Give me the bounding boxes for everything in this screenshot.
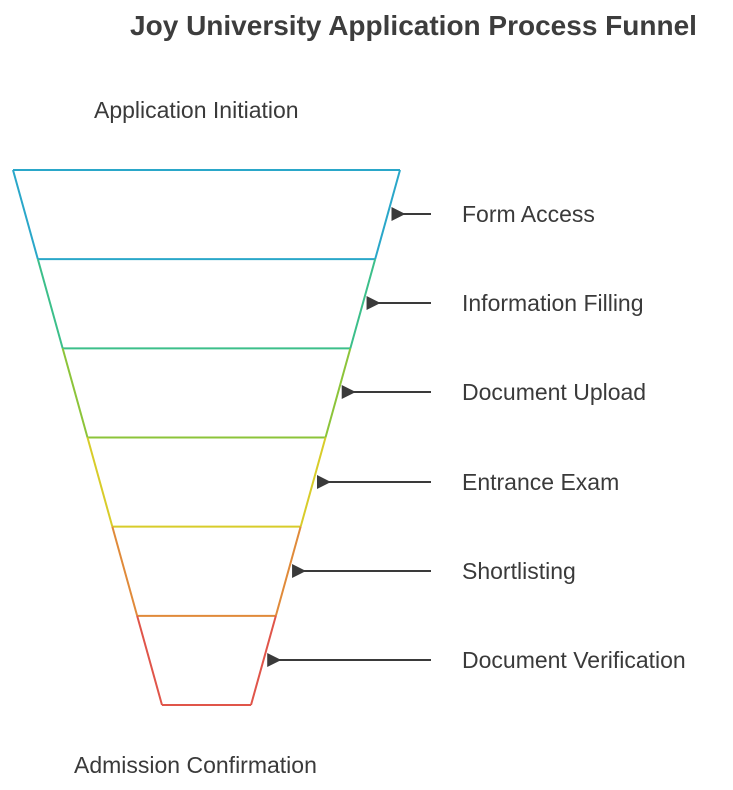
funnel-layer-right-edge-document-upload [324, 348, 352, 438]
funnel-layer-left-edge-shortlisting [111, 526, 139, 617]
funnel-top-label: Application Initiation [94, 97, 299, 123]
funnel-layer-right-edge-information-filling [349, 258, 377, 349]
stage-label-information-filling: Information Filling [462, 290, 644, 316]
diagram-title: Joy University Application Process Funne… [130, 10, 697, 41]
stage-label-document-verification: Document Verification [462, 647, 686, 673]
stage-label-document-upload: Document Upload [462, 379, 647, 405]
funnel-layer-left-edge-form-access [12, 169, 39, 260]
funnel-layer-left-edge-document-upload [61, 348, 89, 438]
funnel-layer-left-edge-document-verification [136, 615, 163, 706]
funnel-layer-right-edge-shortlisting [274, 526, 302, 617]
stage-label-entrance-exam: Entrance Exam [462, 469, 620, 495]
stage-label-form-access: Form Access [462, 201, 595, 227]
stage-label-shortlisting: Shortlisting [462, 558, 576, 584]
funnel-layer-right-edge-document-verification [250, 615, 277, 706]
funnel-layer-right-edge-entrance-exam [299, 437, 327, 527]
funnel-bottom-label: Admission Confirmation [74, 752, 317, 778]
funnel-layer-left-edge-entrance-exam [86, 437, 114, 527]
funnel-layer-left-edge-information-filling [36, 258, 64, 349]
funnel-layer-right-edge-form-access [374, 169, 401, 260]
